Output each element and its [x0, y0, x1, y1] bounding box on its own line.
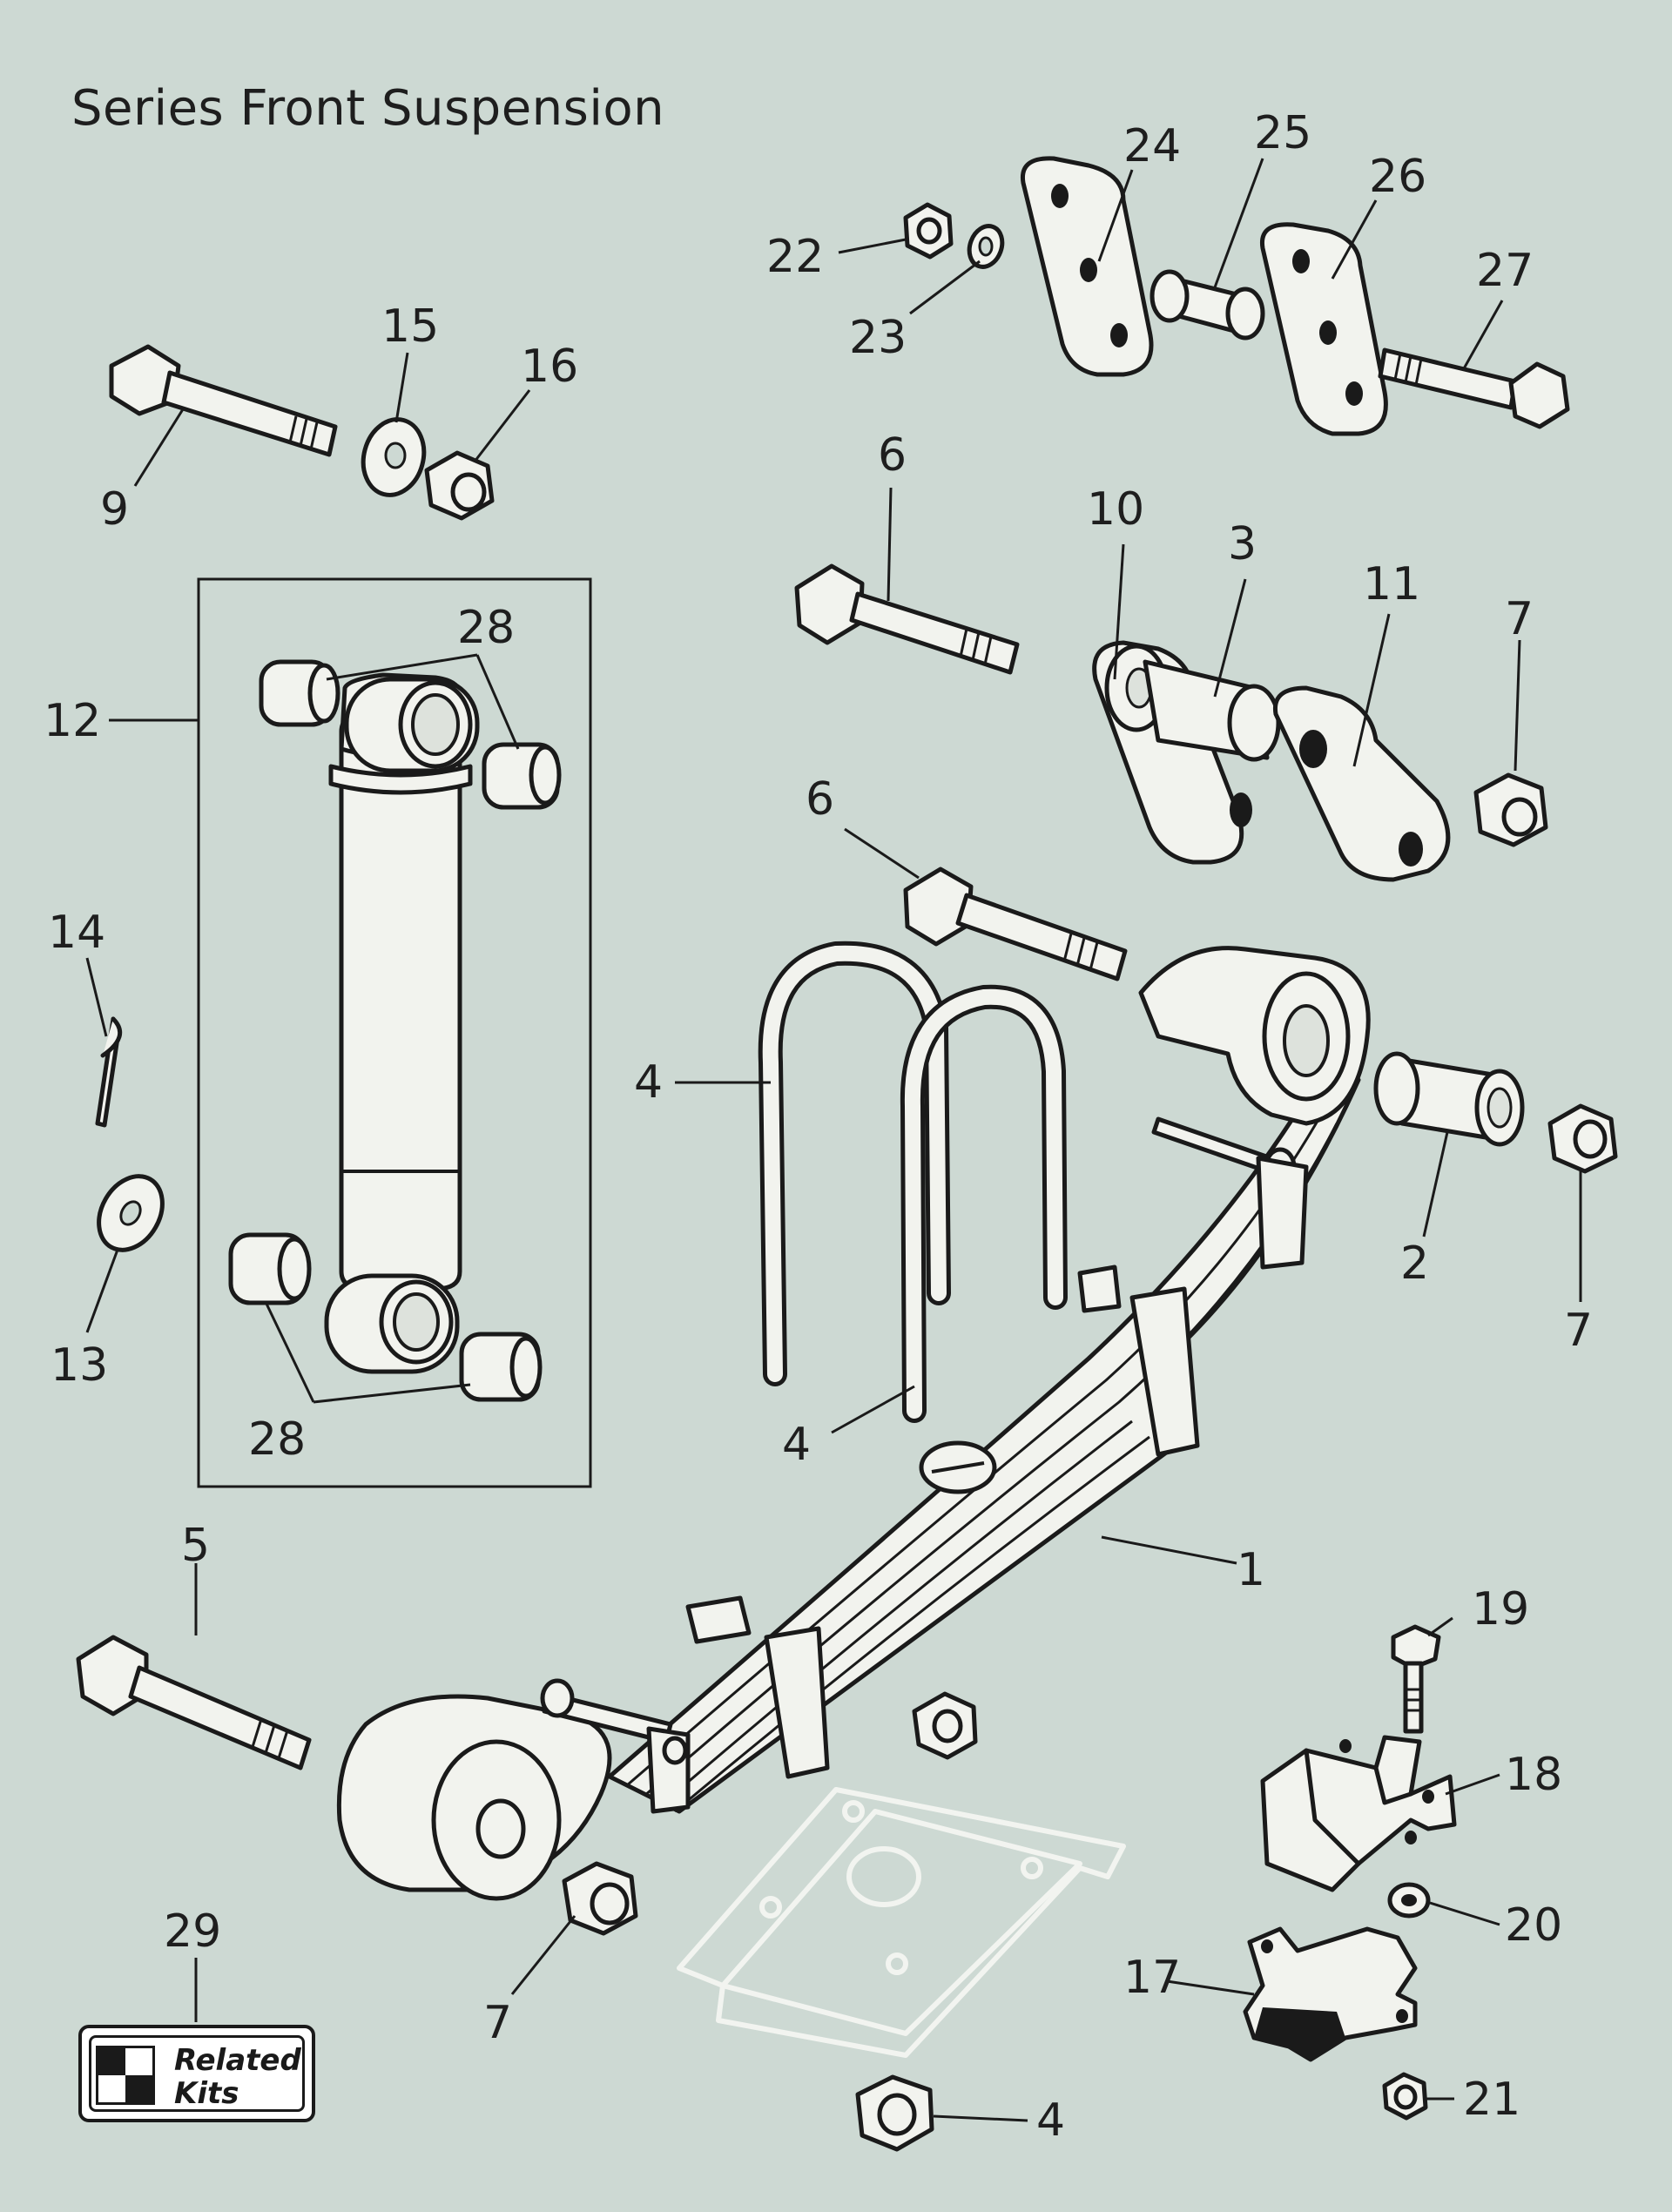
spring-bush-2[interactable]	[1373, 1051, 1525, 1147]
nut-7-middle[interactable]	[1547, 1103, 1618, 1174]
bolt-6-middle[interactable]	[903, 867, 1128, 981]
shock-absorber-group-box	[197, 577, 592, 1488]
callout-1: 1	[1237, 1544, 1265, 1596]
callout-6-middle: 6	[806, 773, 834, 826]
bracket-18[interactable]	[1260, 1735, 1457, 1892]
callout-7-upper: 7	[1505, 593, 1534, 645]
shackle-plate-26[interactable]	[1259, 222, 1388, 436]
callout-labels: 1 2 3 4 4 4 5 6 6 7 7 7 9 10 11 12 13 14…	[44, 107, 1593, 2147]
u-bolt-left[interactable]	[758, 941, 951, 1386]
washer-13[interactable]	[86, 1165, 175, 1262]
rubber-pad-17[interactable]	[1243, 1926, 1418, 2062]
shackle-bush-25[interactable]	[1150, 269, 1265, 341]
callout-14: 14	[48, 907, 105, 959]
bolt-6-upper[interactable]	[794, 563, 1020, 675]
u-bolt-nut-bottom[interactable]	[855, 2074, 934, 2152]
shock-bush-bottom-right[interactable]	[459, 1332, 543, 1402]
callout-22: 22	[766, 231, 824, 283]
callout-16: 16	[521, 341, 578, 393]
related-kits-button[interactable]: Related Kits	[78, 2025, 315, 2122]
spring-washer-23[interactable]	[964, 221, 1008, 271]
shackle-plate-24[interactable]	[1020, 156, 1154, 377]
callout-7-lower: 7	[483, 1997, 512, 2049]
checkered-flag-icon	[96, 2046, 155, 2105]
nut-21[interactable]	[1382, 2072, 1428, 2121]
callout-10: 10	[1087, 483, 1144, 536]
callout-26: 26	[1369, 151, 1426, 203]
callout-15: 15	[381, 300, 439, 353]
callout-4-ubolt-right: 4	[782, 1419, 811, 1471]
shock-bush-top-left[interactable]	[259, 659, 340, 727]
bolt-5[interactable]	[76, 1635, 312, 1770]
callout-29: 29	[164, 1905, 221, 1958]
nut-7-lower[interactable]	[562, 1861, 638, 1936]
bolt-9[interactable]	[109, 344, 338, 457]
callout-18: 18	[1505, 1749, 1562, 1801]
callout-23: 23	[849, 312, 907, 364]
callout-28-top: 28	[457, 602, 515, 654]
related-kits-line1: Related	[174, 2043, 301, 2078]
nut-7-upper[interactable]	[1473, 772, 1548, 847]
spring-seat-plate-ghost	[677, 1787, 1126, 2058]
callout-2: 2	[1400, 1238, 1429, 1290]
bolt-27[interactable]	[1378, 347, 1570, 429]
callout-6-upper: 6	[878, 429, 907, 482]
callout-13: 13	[51, 1339, 108, 1392]
split-pin[interactable]	[95, 1016, 123, 1128]
callout-17: 17	[1123, 1952, 1181, 2004]
bolt-19[interactable]	[1391, 1624, 1441, 1734]
related-kits-line2: Kits	[174, 2076, 239, 2111]
related-kits-label: Related Kits	[174, 2044, 301, 2110]
callout-21: 21	[1463, 2074, 1520, 2126]
callout-5: 5	[181, 1520, 210, 1572]
shock-bush-bottom-left[interactable]	[228, 1232, 312, 1305]
shock-absorber[interactable]	[324, 672, 480, 1374]
leaf-spring[interactable]	[336, 946, 1371, 1901]
leader-lines	[85, 158, 1582, 2122]
callout-19: 19	[1472, 1583, 1529, 1635]
shock-bush-top-right[interactable]	[482, 742, 562, 810]
washer-15[interactable]	[355, 413, 432, 502]
nut-20[interactable]	[1387, 1882, 1431, 1919]
callout-9: 9	[100, 483, 129, 536]
u-bolt-nut-center[interactable]	[912, 1691, 978, 1760]
callout-27: 27	[1476, 245, 1534, 297]
callout-12: 12	[44, 695, 101, 747]
callout-11: 11	[1363, 558, 1420, 610]
nut-22[interactable]	[903, 202, 954, 260]
callout-25: 25	[1254, 107, 1311, 159]
nut-16[interactable]	[424, 450, 495, 521]
callout-20: 20	[1505, 1899, 1562, 1952]
callout-28-bottom: 28	[248, 1413, 306, 1466]
callout-24: 24	[1123, 120, 1181, 172]
callout-3: 3	[1228, 518, 1257, 570]
page-title: Series Front Suspension	[71, 80, 665, 137]
callout-4-ubolt-left: 4	[634, 1056, 663, 1109]
callout-4-nut: 4	[1036, 2094, 1065, 2147]
u-bolt-right[interactable]	[900, 984, 1068, 1423]
shackle-assembly[interactable]	[1092, 640, 1451, 882]
related-kits-frame	[89, 2035, 305, 2112]
callout-7-middle: 7	[1564, 1305, 1593, 1357]
